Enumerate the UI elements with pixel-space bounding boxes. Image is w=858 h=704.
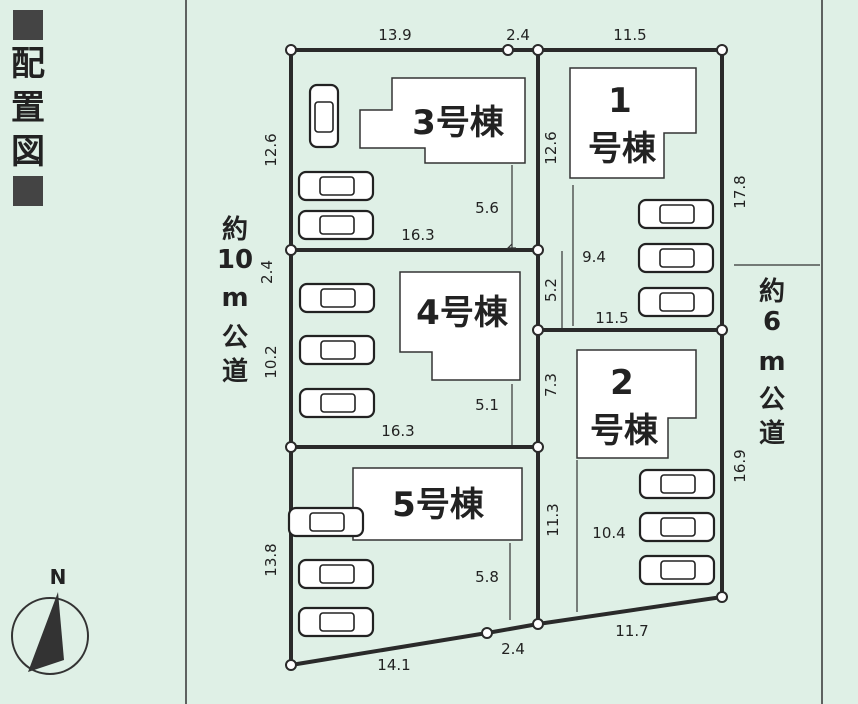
building-2-label: 号棟 bbox=[590, 411, 659, 451]
compass-ring bbox=[11, 597, 89, 675]
boundary-marker bbox=[481, 627, 493, 639]
east-road-char: 道 bbox=[759, 418, 785, 449]
building-3-label: 3号棟 bbox=[412, 103, 505, 143]
west-road-char: 約 bbox=[222, 214, 248, 245]
west-road-char: 道 bbox=[222, 356, 248, 387]
building-3-footprint bbox=[359, 77, 526, 164]
dim-lot4-bottom: 16.3 bbox=[381, 422, 414, 440]
boundary-marker bbox=[285, 244, 297, 256]
dim-west-pass: 2.4 bbox=[258, 260, 276, 284]
parked-car-icon bbox=[298, 282, 376, 314]
dim-lot5-left: 13.8 bbox=[262, 543, 280, 576]
dim-lot2-left: 7.3 bbox=[542, 373, 560, 397]
boundary-markers bbox=[285, 44, 728, 671]
dim-lot2-mid: 11.3 bbox=[544, 503, 562, 536]
title-char: 図 bbox=[11, 132, 45, 172]
boundary-marker bbox=[285, 441, 297, 453]
boundary-marker bbox=[716, 324, 728, 336]
building-5-label: 5号棟 bbox=[392, 485, 485, 525]
boundary-marker bbox=[532, 44, 544, 56]
compass-needle-icon bbox=[28, 592, 64, 672]
dimension-labels: 13.9 2.4 11.5 12.6 12.6 17.8 5.6 16.3 2.… bbox=[258, 26, 749, 674]
boundary-marker bbox=[716, 591, 728, 603]
dim-lot3-bottom: 16.3 bbox=[401, 226, 434, 244]
dim-east-upper: 17.8 bbox=[731, 175, 749, 208]
building-1-number: 1 bbox=[608, 81, 632, 121]
boundary-marker bbox=[532, 244, 544, 256]
dim-lot4-left: 10.2 bbox=[262, 345, 280, 378]
east-road-label: 約 6 m 公 道 bbox=[758, 276, 785, 449]
dim-lot2-depth: 10.4 bbox=[592, 524, 625, 542]
parked-car-icon bbox=[638, 468, 716, 500]
boundary-marker bbox=[502, 44, 514, 56]
parked-car-icon bbox=[297, 209, 375, 241]
boundary-marker bbox=[532, 441, 544, 453]
parked-car-icon bbox=[638, 511, 716, 543]
parking-spaces bbox=[287, 83, 716, 638]
east-road-char: m bbox=[758, 347, 785, 377]
parked-car-icon bbox=[637, 198, 715, 230]
west-road-label: 約 10 m 公 道 bbox=[217, 214, 253, 387]
west-road-char: 10 bbox=[217, 245, 253, 275]
dim-lot3-left: 12.6 bbox=[262, 133, 280, 166]
building-4-label: 4号棟 bbox=[416, 293, 509, 333]
parked-car-icon bbox=[637, 286, 715, 318]
building-4-footprint bbox=[399, 271, 521, 381]
parked-car-icon bbox=[298, 334, 376, 366]
dim-lot1-left: 12.6 bbox=[542, 131, 560, 164]
parked-car-icon bbox=[287, 506, 365, 538]
title-square-bottom bbox=[13, 176, 43, 206]
buildings bbox=[352, 67, 697, 541]
parked-car-icon bbox=[308, 83, 340, 149]
parked-car-icon bbox=[637, 242, 715, 274]
parked-car-icon bbox=[297, 170, 375, 202]
title-square-top bbox=[13, 10, 43, 40]
boundary-marker bbox=[716, 44, 728, 56]
dim-top-mid: 2.4 bbox=[506, 26, 530, 44]
building-1-footprint bbox=[569, 67, 697, 179]
dim-lot4-setback: 5.1 bbox=[475, 396, 499, 414]
building-2-footprint bbox=[576, 349, 697, 459]
parked-car-icon bbox=[297, 606, 375, 638]
layout-title: 配 置 図 bbox=[8, 8, 48, 208]
dim-lot1-bottom: 11.5 bbox=[595, 309, 628, 327]
dim-lot5-setback: 5.8 bbox=[475, 568, 499, 586]
north-label: N bbox=[50, 565, 67, 589]
boundary-marker bbox=[285, 44, 297, 56]
boundary-marker bbox=[532, 324, 544, 336]
dim-pass-mid: 5.2 bbox=[542, 278, 560, 302]
title-char: 置 bbox=[11, 88, 45, 128]
dim-lot3-setback: 5.6 bbox=[475, 199, 499, 217]
parked-car-icon bbox=[297, 558, 375, 590]
dim-top-right: 11.5 bbox=[613, 26, 646, 44]
title-char: 配 bbox=[11, 44, 45, 84]
east-road-char: 約 bbox=[759, 276, 785, 307]
east-road-char: 公 bbox=[759, 385, 785, 415]
west-road-char: m bbox=[221, 283, 248, 313]
building-2-number: 2 bbox=[610, 363, 634, 403]
dim-top-left: 13.9 bbox=[378, 26, 411, 44]
west-road-char: 公 bbox=[222, 323, 248, 353]
parked-car-icon bbox=[638, 554, 716, 586]
dim-bottom-left: 14.1 bbox=[377, 656, 410, 674]
parked-car-icon bbox=[298, 387, 376, 419]
dim-east-lower: 16.9 bbox=[731, 449, 749, 482]
north-compass: N bbox=[11, 565, 89, 675]
building-1-label: 号棟 bbox=[588, 129, 657, 169]
dim-bottom-right: 11.7 bbox=[615, 622, 648, 640]
dimension-lines bbox=[506, 165, 820, 620]
boundary-marker bbox=[285, 659, 297, 671]
dim-lot1-depth: 9.4 bbox=[582, 248, 606, 266]
east-road-char: 6 bbox=[763, 307, 781, 337]
dim-bottom-mid: 2.4 bbox=[501, 640, 525, 658]
boundary-marker bbox=[532, 618, 544, 630]
